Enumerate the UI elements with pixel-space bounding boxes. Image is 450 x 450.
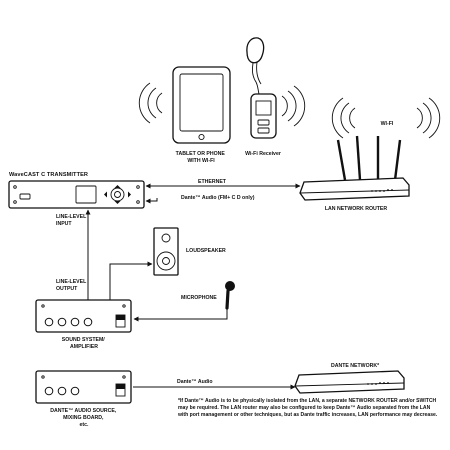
dante-source-label: DANTE™ AUDIO SOURCE, MIXING BOARD, etc. xyxy=(50,408,118,428)
speaker-link xyxy=(109,261,153,300)
microphone-label: MICROPHONE xyxy=(181,295,217,301)
wifi-signal-icon xyxy=(138,82,441,139)
amplifier-icon xyxy=(35,299,132,333)
dante-audio-label: Dante™ Audio xyxy=(177,379,213,385)
receiver-label: Wi-Fi Receiver xyxy=(245,151,281,157)
wifi-receiver-icon xyxy=(246,37,277,139)
dante-source-icon xyxy=(35,370,132,404)
line-output-label: LINE-LEVEL OUTPUT xyxy=(56,279,88,292)
footnote: *If Dante™ Audio is to be physically iso… xyxy=(177,398,438,418)
tablet-icon xyxy=(172,66,231,144)
dante-network-switch-icon xyxy=(294,370,405,394)
wavecast-transmitter-icon xyxy=(8,180,145,209)
loudspeaker-label: LOUDSPEAKER xyxy=(186,248,226,254)
line-input-label: LINE-LEVEL INPUT xyxy=(56,214,88,227)
router-label: LAN NETWORK ROUTER xyxy=(325,206,387,212)
dante-network-label: DANTE NETWORK* xyxy=(331,363,380,369)
dante-fm-label: Dante™ Audio (FM+ C D only) xyxy=(181,195,255,201)
lan-router-icon xyxy=(299,135,410,201)
amplifier-label: SOUND SYSTEM/ AMPLIFIER xyxy=(62,337,106,350)
transmitter-label: WaveCAST C TRANSMITTER xyxy=(9,172,88,178)
microphone-icon xyxy=(225,281,235,310)
tablet-label: TABLET OR PHONE WITH WI-FI xyxy=(176,151,227,164)
ethernet-label: ETHERNET xyxy=(198,179,227,185)
wifi-label: WI-FI xyxy=(381,121,394,127)
loudspeaker-icon xyxy=(153,227,179,276)
mic-link xyxy=(133,309,228,322)
